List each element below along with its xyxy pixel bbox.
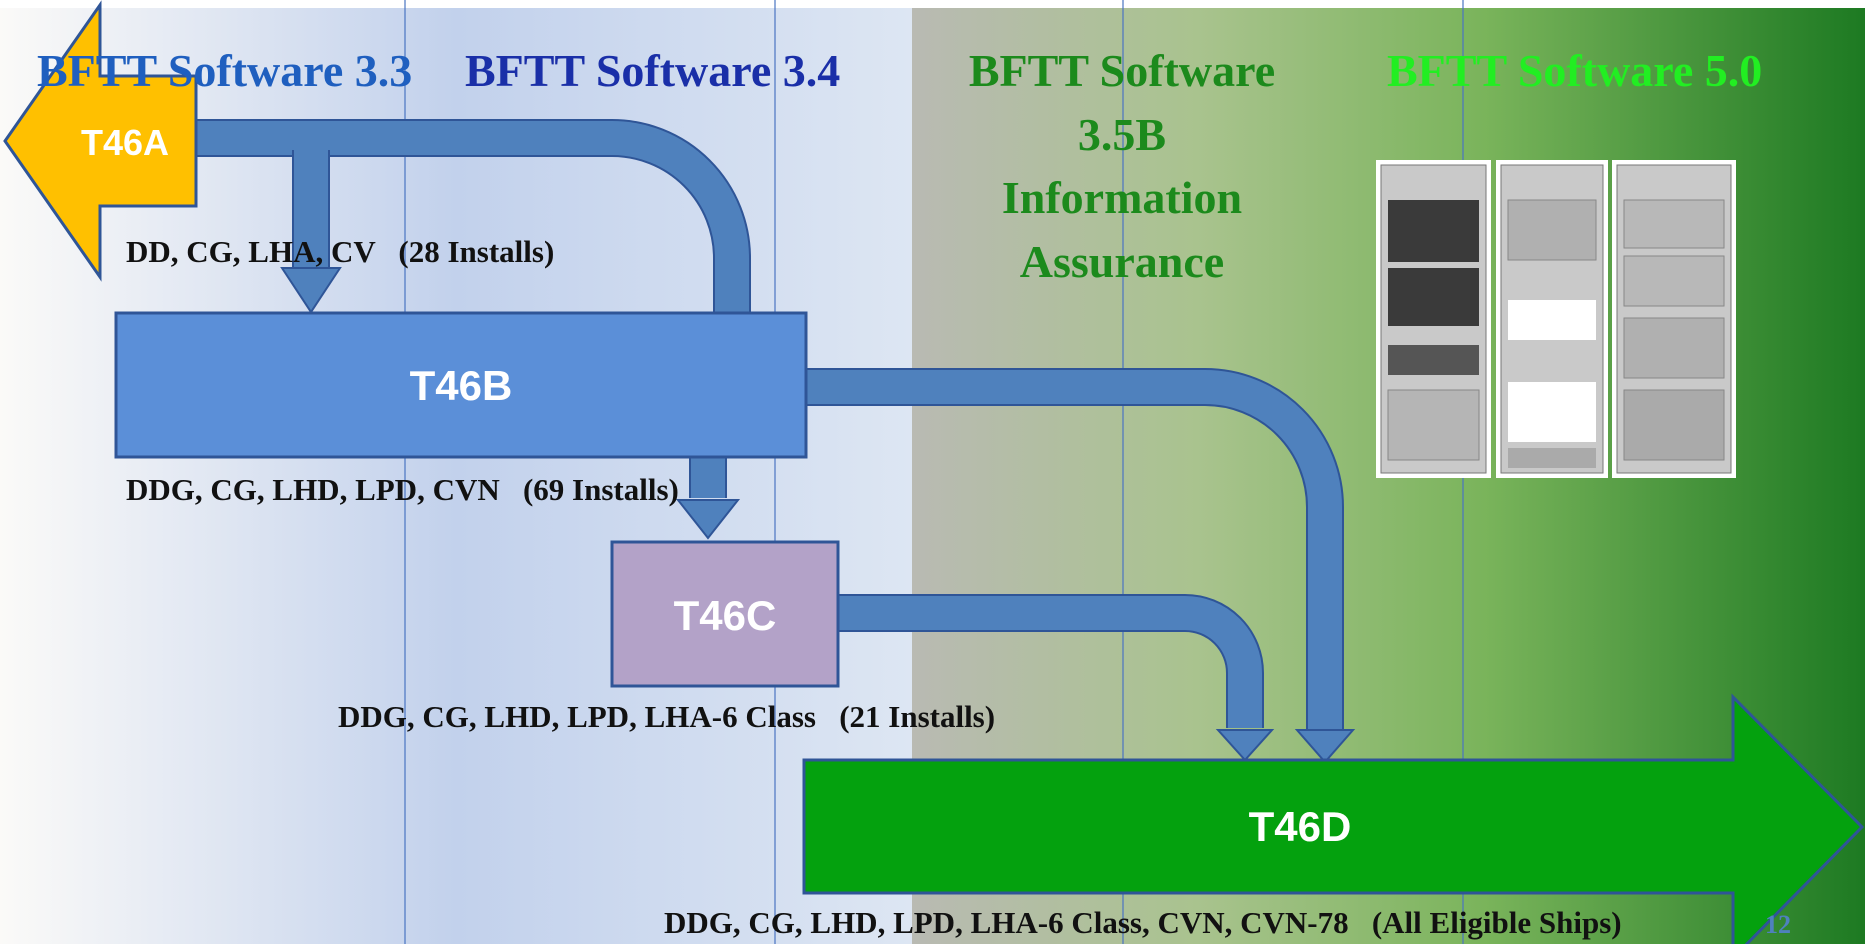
flow-arrowheads xyxy=(280,267,1356,764)
caption-t46a: DD, CG, LHA, CV (28 Installs) xyxy=(126,234,554,269)
t46a-label: T46A xyxy=(81,122,169,163)
header-bftt-3-5b-line2: 3.5B xyxy=(1078,109,1166,160)
flow-connectors xyxy=(185,119,1344,730)
header-bftt-3-5b: BFTT Software 3.5B Information Assurance xyxy=(969,45,1275,287)
t46d-label: T46D xyxy=(1249,803,1352,850)
t46c-box xyxy=(610,540,840,688)
header-bftt-3-3: BFTT Software 3.3 xyxy=(37,45,412,96)
header-bftt-3-5b-line1: BFTT Software xyxy=(969,45,1275,96)
t46c-label: T46C xyxy=(674,592,777,639)
t46b-label: T46B xyxy=(410,362,513,409)
caption-t46d: DDG, CG, LHD, LPD, LHA-6 Class, CVN, CVN… xyxy=(664,905,1622,940)
hardware-rack-images xyxy=(1376,160,1736,478)
header-bftt-5-0: BFTT Software 5.0 xyxy=(1387,45,1762,96)
header-bftt-3-4: BFTT Software 3.4 xyxy=(465,45,840,96)
rack-image-3 xyxy=(1612,160,1736,478)
rack-image-2 xyxy=(1496,160,1608,478)
t46b-box xyxy=(114,311,808,459)
page-number: 12 xyxy=(1765,910,1791,939)
header-bftt-3-5b-line3: Information xyxy=(1002,172,1242,223)
arrowhead-t46b-short xyxy=(280,267,342,314)
caption-t46c: DDG, CG, LHD, LPD, LHA-6 Class (21 Insta… xyxy=(338,699,995,734)
header-bftt-3-5b-line4: Assurance xyxy=(1020,236,1224,287)
t46d-arrow xyxy=(802,693,1865,944)
arrowhead-t46d-right xyxy=(1294,729,1356,764)
rack-image-1 xyxy=(1376,160,1491,478)
arrowhead-t46c xyxy=(675,499,741,540)
t46a-arrow xyxy=(3,0,198,282)
arrowhead-t46d-left xyxy=(1215,729,1275,762)
caption-t46b: DDG, CG, LHD, LPD, CVN (69 Installs) xyxy=(126,472,679,507)
